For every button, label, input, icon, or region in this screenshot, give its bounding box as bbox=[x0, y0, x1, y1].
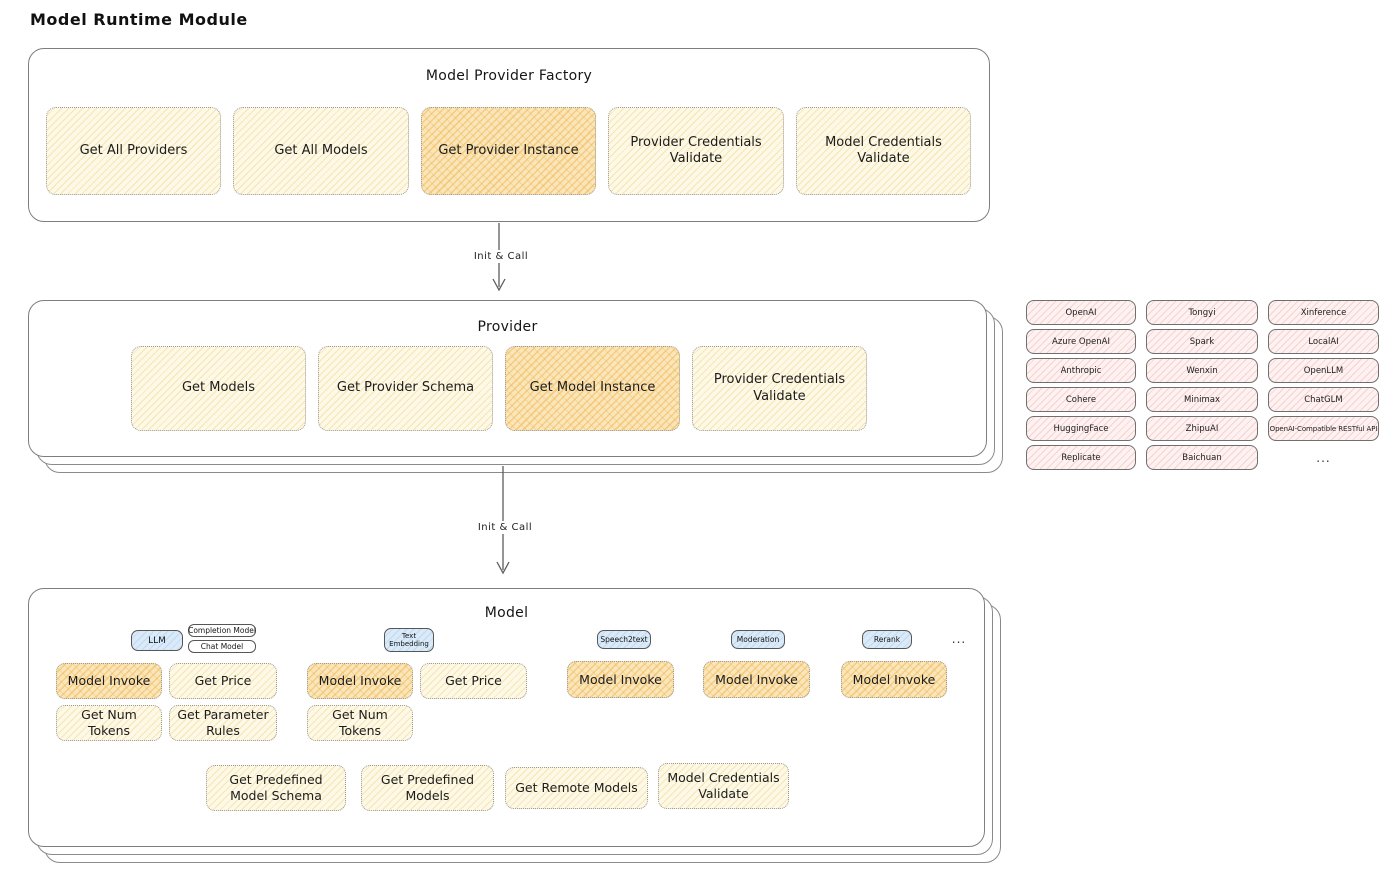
rerank-model-invoke-button[interactable]: Model Invoke bbox=[841, 661, 947, 698]
tab-text-embedding[interactable]: Text Embedding bbox=[384, 628, 434, 652]
llm-get-num-tokens-button[interactable]: Get Num Tokens bbox=[56, 705, 162, 741]
provider-chip-minimax[interactable]: Minimax bbox=[1146, 387, 1258, 412]
provider-credentials-validate-button[interactable]: Provider Credentials Validate bbox=[608, 107, 784, 195]
init-call-label-1: Init & Call bbox=[462, 250, 540, 263]
provider-chip-cohere[interactable]: Cohere bbox=[1026, 387, 1136, 412]
provider-chip-zhipuai[interactable]: ZhipuAI bbox=[1146, 416, 1258, 441]
provider-chip-baichuan[interactable]: Baichuan bbox=[1146, 445, 1258, 470]
tab-chat-model[interactable]: Chat Model bbox=[188, 640, 256, 653]
get-model-instance-button[interactable]: Get Model Instance bbox=[505, 346, 680, 431]
provider-chip-spark[interactable]: Spark bbox=[1146, 329, 1258, 354]
provider-chip-openllm[interactable]: OpenLLM bbox=[1268, 358, 1379, 383]
provider-chip-openai[interactable]: OpenAI bbox=[1026, 300, 1136, 325]
model-title: Model bbox=[484, 605, 529, 621]
model-provider-factory-panel: Model Provider Factory Get All Providers… bbox=[28, 48, 990, 222]
model-panel: Model LLM Completion Model Chat Model Te… bbox=[28, 588, 985, 847]
model-credentials-validate-button[interactable]: Model Credentials Validate bbox=[796, 107, 971, 195]
text-embedding-get-price-button[interactable]: Get Price bbox=[420, 663, 527, 699]
provider-chip-anthropic[interactable]: Anthropic bbox=[1026, 358, 1136, 383]
provider-credentials-validate-button-2[interactable]: Provider Credentials Validate bbox=[692, 346, 867, 431]
tab-completion-model[interactable]: Completion Model bbox=[188, 624, 256, 637]
get-all-models-button[interactable]: Get All Models bbox=[233, 107, 409, 195]
provider-chip-localai[interactable]: LocalAI bbox=[1268, 329, 1379, 354]
get-models-button[interactable]: Get Models bbox=[131, 346, 306, 431]
get-all-providers-button[interactable]: Get All Providers bbox=[46, 107, 221, 195]
provider-panel: Provider Get Models Get Provider Schema … bbox=[28, 300, 987, 457]
speech2text-model-invoke-button[interactable]: Model Invoke bbox=[567, 661, 674, 698]
provider-chip-openai-compatible[interactable]: OpenAI-Compatible RESTful API bbox=[1268, 416, 1379, 441]
provider-chip-replicate[interactable]: Replicate bbox=[1026, 445, 1136, 470]
model-credentials-validate-button-2[interactable]: Model Credentials Validate bbox=[658, 763, 789, 809]
provider-title: Provider bbox=[477, 319, 538, 335]
llm-get-price-button[interactable]: Get Price bbox=[169, 663, 277, 699]
page-title: Model Runtime Module bbox=[30, 10, 248, 29]
init-call-arrow-2 bbox=[496, 466, 510, 575]
moderation-model-invoke-button[interactable]: Model Invoke bbox=[703, 661, 810, 698]
provider-chip-wenxin[interactable]: Wenxin bbox=[1146, 358, 1258, 383]
provider-list-grid: OpenAI Tongyi Xinference Azure OpenAI Sp… bbox=[1026, 300, 1379, 470]
init-call-label-2: Init & Call bbox=[466, 521, 544, 534]
provider-chip-chatglm[interactable]: ChatGLM bbox=[1268, 387, 1379, 412]
text-embedding-get-num-tokens-button[interactable]: Get Num Tokens bbox=[307, 705, 413, 741]
provider-chip-xinference[interactable]: Xinference bbox=[1268, 300, 1379, 325]
llm-get-parameter-rules-button[interactable]: Get Parameter Rules bbox=[169, 705, 277, 741]
get-predefined-models-button[interactable]: Get Predefined Models bbox=[361, 765, 494, 811]
get-remote-models-button[interactable]: Get Remote Models bbox=[505, 767, 648, 809]
text-embedding-model-invoke-button[interactable]: Model Invoke bbox=[307, 663, 413, 699]
provider-chip-tongyi[interactable]: Tongyi bbox=[1146, 300, 1258, 325]
provider-chip-huggingface[interactable]: HuggingFace bbox=[1026, 416, 1136, 441]
provider-chip-azure-openai[interactable]: Azure OpenAI bbox=[1026, 329, 1136, 354]
model-tabs-more: ... bbox=[951, 632, 967, 646]
tab-llm[interactable]: LLM bbox=[131, 630, 183, 651]
get-predefined-model-schema-button[interactable]: Get Predefined Model Schema bbox=[206, 765, 346, 811]
tab-speech2text[interactable]: Speech2text bbox=[597, 630, 651, 649]
tab-moderation[interactable]: Moderation bbox=[731, 630, 785, 649]
get-provider-instance-button[interactable]: Get Provider Instance bbox=[421, 107, 596, 195]
llm-model-invoke-button[interactable]: Model Invoke bbox=[56, 663, 162, 699]
model-provider-factory-title: Model Provider Factory bbox=[425, 68, 593, 84]
tab-rerank[interactable]: Rerank bbox=[862, 630, 912, 649]
get-provider-schema-button[interactable]: Get Provider Schema bbox=[318, 346, 493, 431]
provider-list-more: ... bbox=[1316, 450, 1331, 465]
